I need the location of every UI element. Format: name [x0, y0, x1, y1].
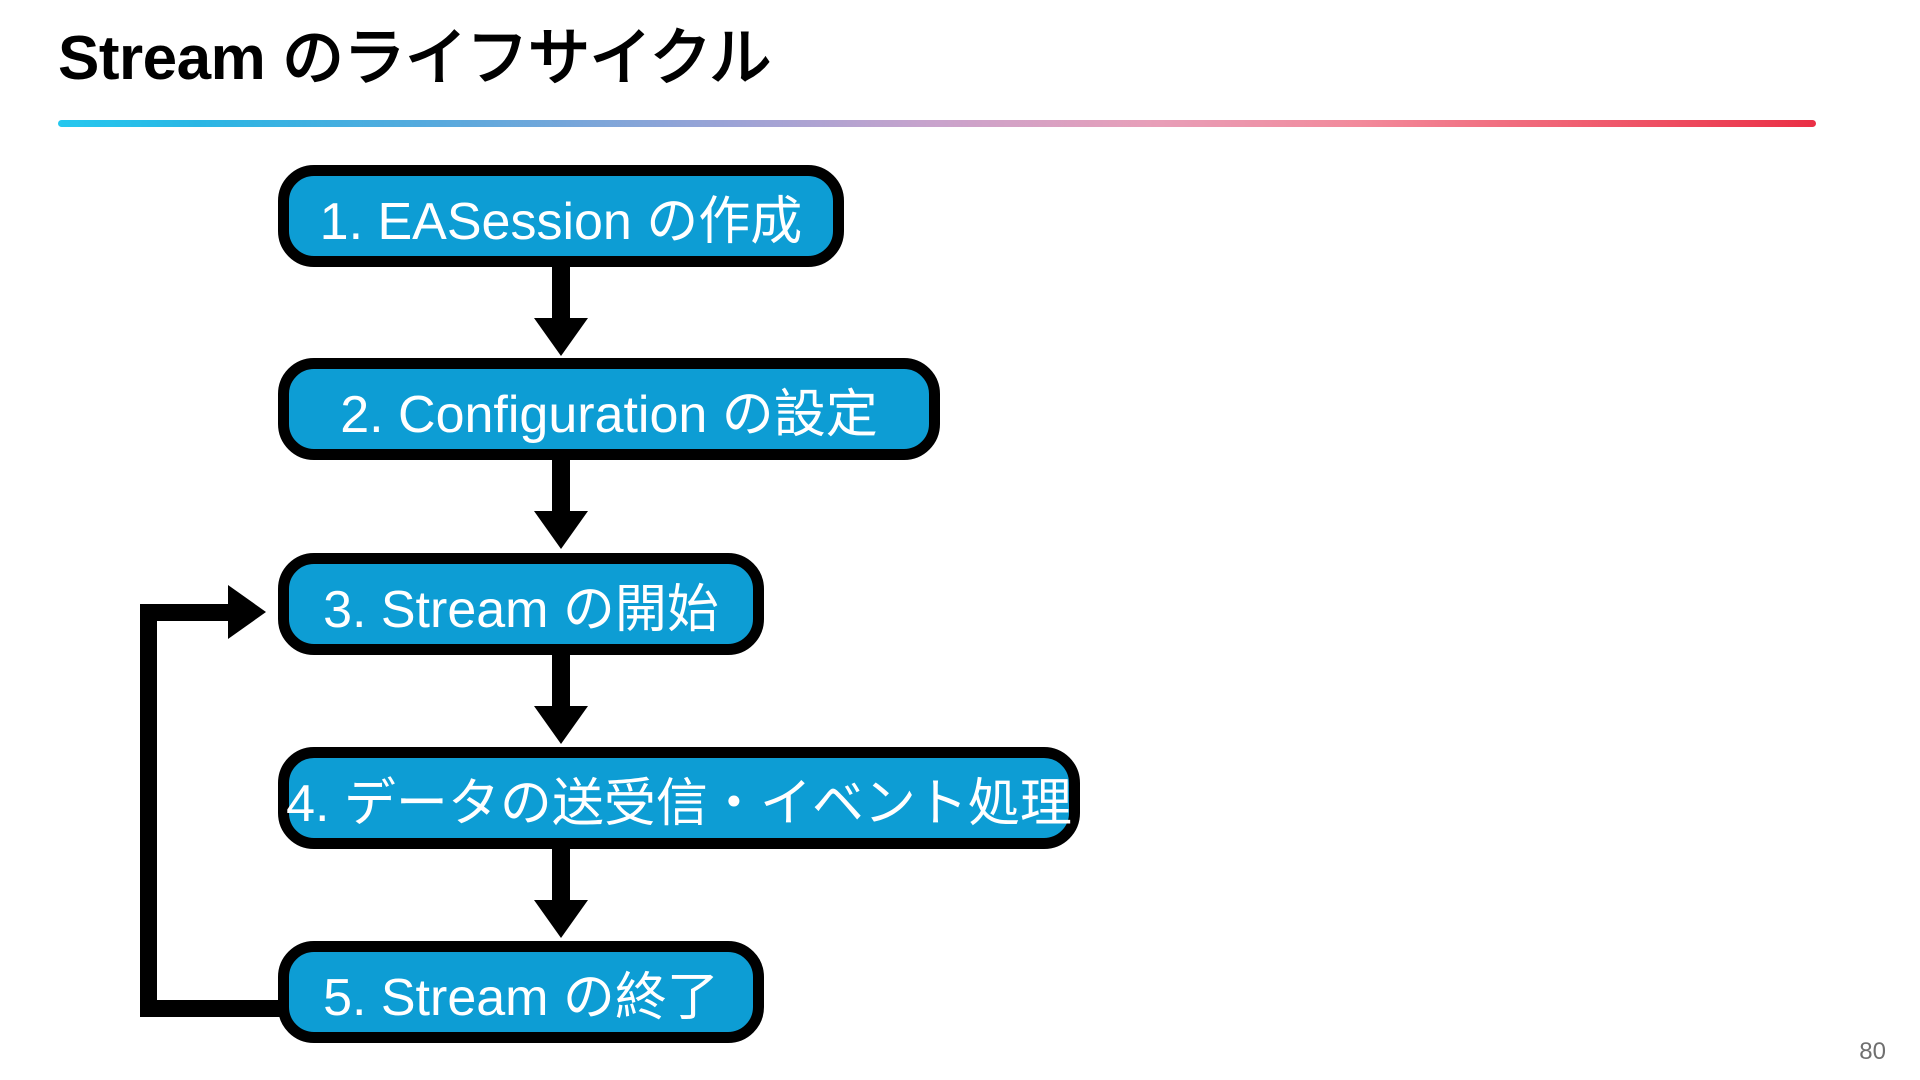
feedback-loop-left-segment: [140, 604, 157, 1017]
page-title: Stream のライフサイクル: [58, 24, 771, 93]
flow-node-2-configuration-setup[interactable]: 2. Configuration の設定: [278, 358, 940, 460]
flow-node-1-easession-creation[interactable]: 1. EASession の作成: [278, 165, 844, 267]
flow-node-4-data-transfer-event-handling[interactable]: 4. データの送受信・イベント処理: [278, 747, 1080, 849]
connector-4-to-5-line: [552, 849, 570, 905]
connector-3-to-4-arrowhead-icon: [534, 706, 588, 744]
feedback-loop-arrowhead-icon: [228, 585, 266, 639]
connector-2-to-3-arrowhead-icon: [534, 511, 588, 549]
connector-1-to-2-line: [552, 267, 570, 323]
feedback-loop-top-segment: [140, 604, 240, 621]
connector-2-to-3-line: [552, 460, 570, 516]
flow-node-5-stream-end[interactable]: 5. Stream の終了: [278, 941, 764, 1043]
flow-node-3-stream-start[interactable]: 3. Stream の開始: [278, 553, 764, 655]
connector-3-to-4-line: [552, 655, 570, 711]
connector-1-to-2-arrowhead-icon: [534, 318, 588, 356]
page-number: 80: [1859, 1038, 1886, 1065]
connector-4-to-5-arrowhead-icon: [534, 900, 588, 938]
feedback-loop-bottom-segment: [140, 1000, 282, 1017]
title-divider-rule: [58, 120, 1816, 127]
